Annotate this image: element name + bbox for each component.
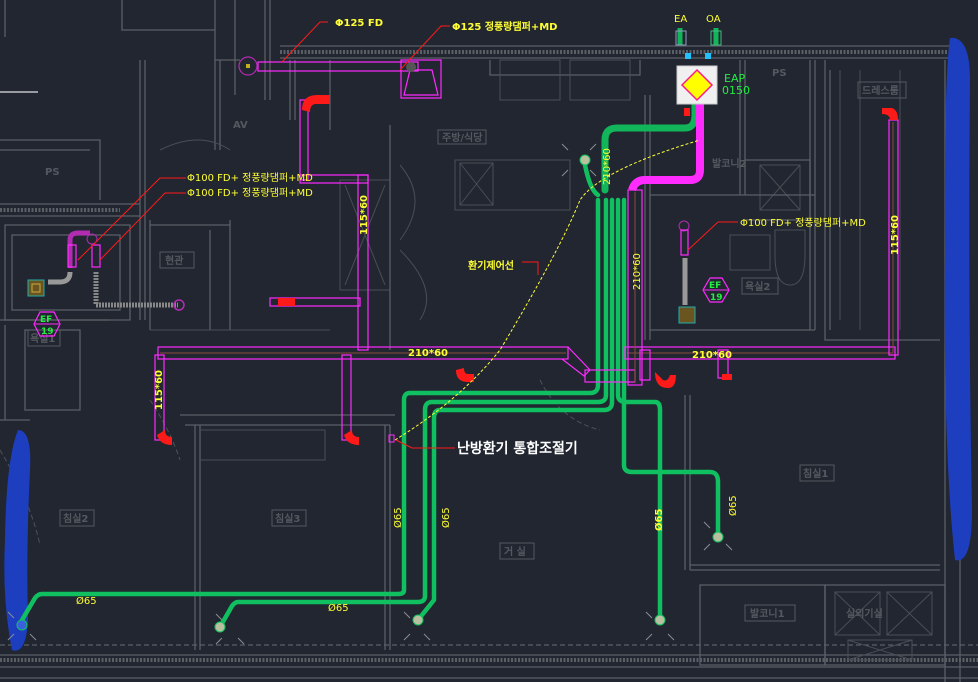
label-flex-2: Ø65: [328, 602, 349, 614]
room-bedroom3: 침실3: [275, 512, 300, 525]
label-fd100-a: Φ100 FD+ 정풍량댐퍼+MD: [187, 172, 313, 184]
label-duct-right: 115*60: [890, 215, 901, 255]
label-fd125: Φ125 FD: [335, 18, 383, 29]
room-dressroom: 드레스룸: [862, 84, 899, 97]
supply-ducts: [27, 56, 899, 441]
diffuser-living-mid: [722, 374, 732, 380]
room-kitchen: 주방/식당: [442, 131, 483, 144]
diffuser-living-left: [456, 368, 474, 382]
label-flex-6: Ø65: [727, 495, 739, 516]
room-outdoor-unit: 실외기실: [846, 607, 883, 620]
label-duct-main-left: 210*60: [408, 348, 448, 359]
damper-box: [400, 59, 442, 99]
ef1-code: 19: [41, 327, 54, 337]
duct-main-left: [157, 346, 569, 360]
room-living: 거 실: [504, 545, 526, 558]
flex-duct-bedroom2: [19, 197, 601, 623]
label-duct-main-right: 210*60: [692, 350, 732, 361]
supply-outlets: [16, 154, 724, 633]
label-flex-1: Ø65: [76, 595, 97, 607]
room-balcony2: 발코니2: [712, 157, 747, 170]
ef2-code: 19: [710, 293, 723, 303]
exhaust-fan-tag-1: EF 19: [33, 311, 61, 337]
flex-duct-living-right: [615, 197, 663, 623]
room-ps-left: PS: [45, 167, 60, 178]
label-ea: EA: [674, 14, 687, 25]
ef2-name: EF: [709, 281, 721, 291]
annotations: Φ125 FD Φ125 정풍량댐퍼+MD Φ100 FD+ 정풍량댐퍼+MD …: [76, 14, 901, 614]
duct-fd125: [257, 61, 419, 72]
label-flex-4: Ø65: [440, 507, 452, 528]
diffuser-dressroom: [882, 108, 898, 120]
label-duct-kitchen: 115*60: [359, 195, 370, 235]
diffuser-living-right: [655, 372, 676, 388]
flex-duct-erv-supply: [601, 86, 699, 194]
flex-duct-bedroom1: [621, 197, 721, 538]
label-fd125-md: Φ125 정풍량댐퍼+MD: [452, 20, 558, 33]
control-line: [394, 139, 701, 441]
flex-duct-bedroom3: [217, 197, 609, 630]
label-duct-riser-a: 210*60: [602, 148, 613, 185]
diffuser-bedroom2: [157, 430, 172, 445]
label-flex-3: Ø65: [392, 507, 404, 528]
grille-vanes: [7, 143, 733, 645]
flex-ducts: [19, 28, 721, 630]
room-bedroom1: 침실1: [803, 467, 828, 480]
markup-highlights: [4, 37, 972, 651]
room-ps-right: PS: [772, 68, 787, 79]
label-controller: 난방환기 통합조절기: [457, 440, 578, 457]
ef1-name: EF: [40, 315, 52, 325]
diffusers: [157, 95, 898, 445]
diffuser-entrance: [278, 298, 295, 306]
room-balcony1: 발코니1: [750, 607, 785, 620]
exhaust-fan-tag-2: EF 19: [702, 277, 730, 303]
leader-lines: [77, 21, 738, 449]
erv-unit: [675, 30, 722, 116]
flex-duct-living-left: [415, 197, 615, 623]
flex-duct-kitchen: [582, 162, 601, 198]
controller-box: [388, 434, 395, 443]
label-control-line: 환기제어선: [468, 259, 514, 272]
label-fd100-b: Φ100 FD+ 정풍량댐퍼+MD: [187, 187, 313, 199]
diffuser-bedroom3: [344, 430, 359, 445]
erv-name: EAP: [724, 72, 745, 85]
room-bath1: 욕실1: [30, 332, 55, 345]
room-entrance: 현관: [165, 254, 184, 267]
room-labels: PS AV PS 주방/식당 현관 욕실1 욕실2 발코니2 드레스룸 침실1 …: [27, 68, 907, 622]
label-duct-riser-b: 210*60: [632, 253, 643, 290]
duct-main-right: [624, 346, 896, 360]
label-oa: OA: [706, 14, 721, 25]
room-bedroom2: 침실2: [63, 512, 88, 525]
duct-branch-left: [154, 354, 165, 441]
room-av: AV: [233, 120, 248, 131]
label-fd100-c: Φ100 FD+ 정풍량댐퍼+MD: [740, 217, 866, 229]
label-duct-left: 115*60: [154, 370, 165, 410]
diffuser-kitchen: [302, 95, 330, 112]
room-bath2: 욕실2: [745, 280, 770, 293]
erv-code: 0150: [722, 84, 750, 97]
label-flex-5: Ø65: [653, 509, 665, 531]
